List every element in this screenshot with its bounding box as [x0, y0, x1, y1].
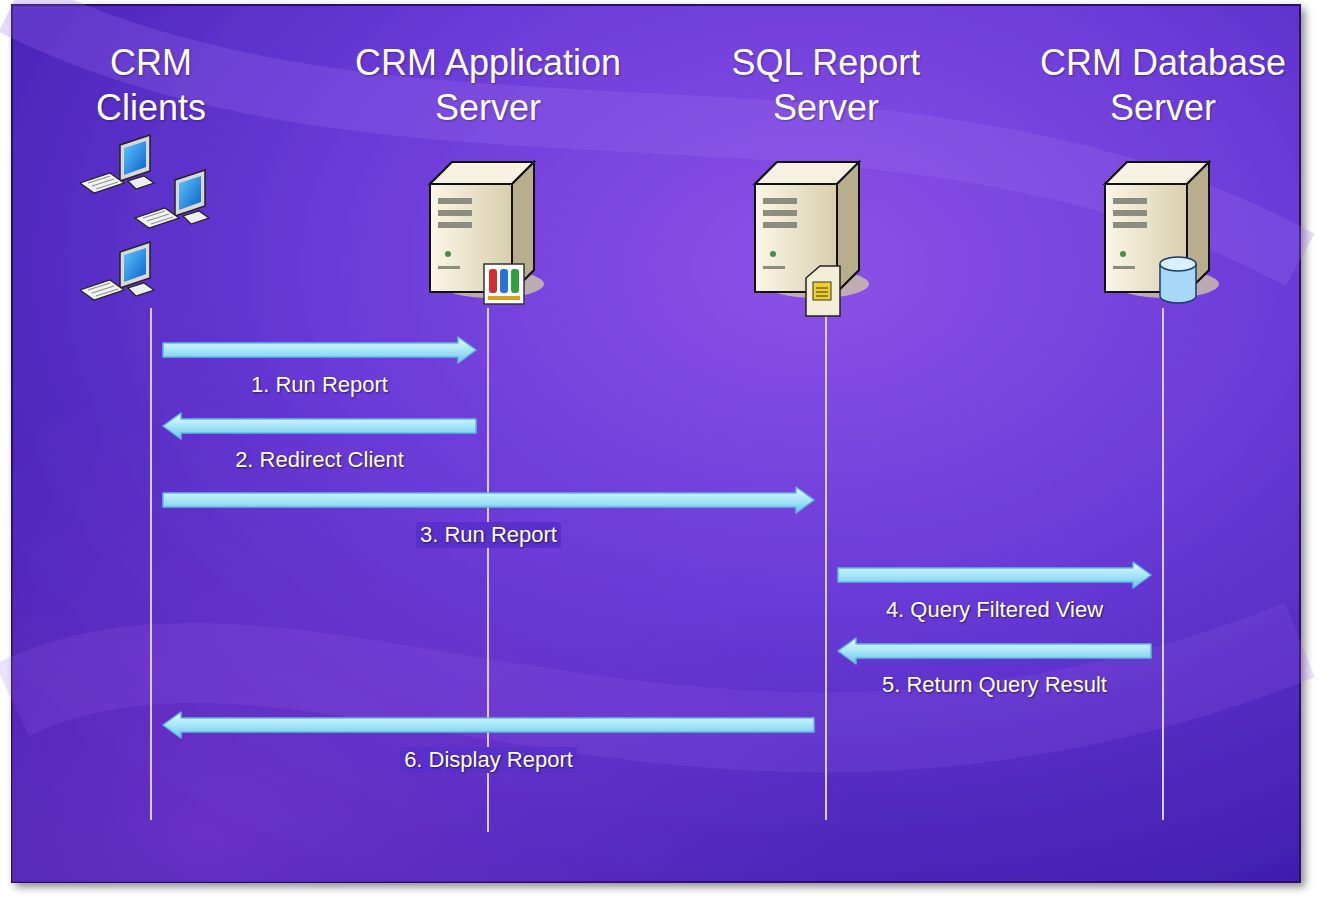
computer-icon: [80, 135, 154, 193]
participant-header: CRM Clients: [66, 40, 236, 130]
panel: [12, 5, 1300, 882]
message-arrow: [838, 562, 1151, 588]
lifeline: [825, 308, 827, 820]
message-arrow: [163, 712, 814, 738]
participant-name: CRM Database Server: [1032, 40, 1294, 130]
message-label: 1. Run Report: [247, 372, 392, 398]
message-label: 2. Redirect Client: [231, 447, 408, 473]
participant-header: CRM Database Server: [1032, 40, 1294, 130]
panel-glow: [12, 5, 1300, 882]
message-label: 4. Query Filtered View: [882, 597, 1107, 623]
participant-name: CRM Application Server: [338, 40, 638, 130]
message-arrow: [163, 337, 476, 363]
participant-header: SQL Report Server: [706, 40, 946, 130]
lifeline: [150, 308, 152, 820]
participant-name: CRM Clients: [66, 40, 236, 130]
message-arrow: [163, 487, 814, 513]
message-arrow: [163, 413, 476, 439]
lifeline: [1162, 308, 1164, 820]
participant-header: CRM Application Server: [338, 40, 638, 130]
participant-name: SQL Report Server: [706, 40, 946, 130]
message-arrow: [838, 638, 1151, 664]
message-label: 6. Display Report: [400, 747, 577, 773]
message-label: 5. Return Query Result: [878, 672, 1111, 698]
message-label: 3. Run Report: [416, 522, 561, 548]
computer-icon: [80, 242, 154, 300]
report-badge: [806, 266, 840, 316]
database-badge: [1160, 257, 1196, 303]
application-badge: [484, 264, 524, 304]
computer-icon: [135, 170, 209, 228]
